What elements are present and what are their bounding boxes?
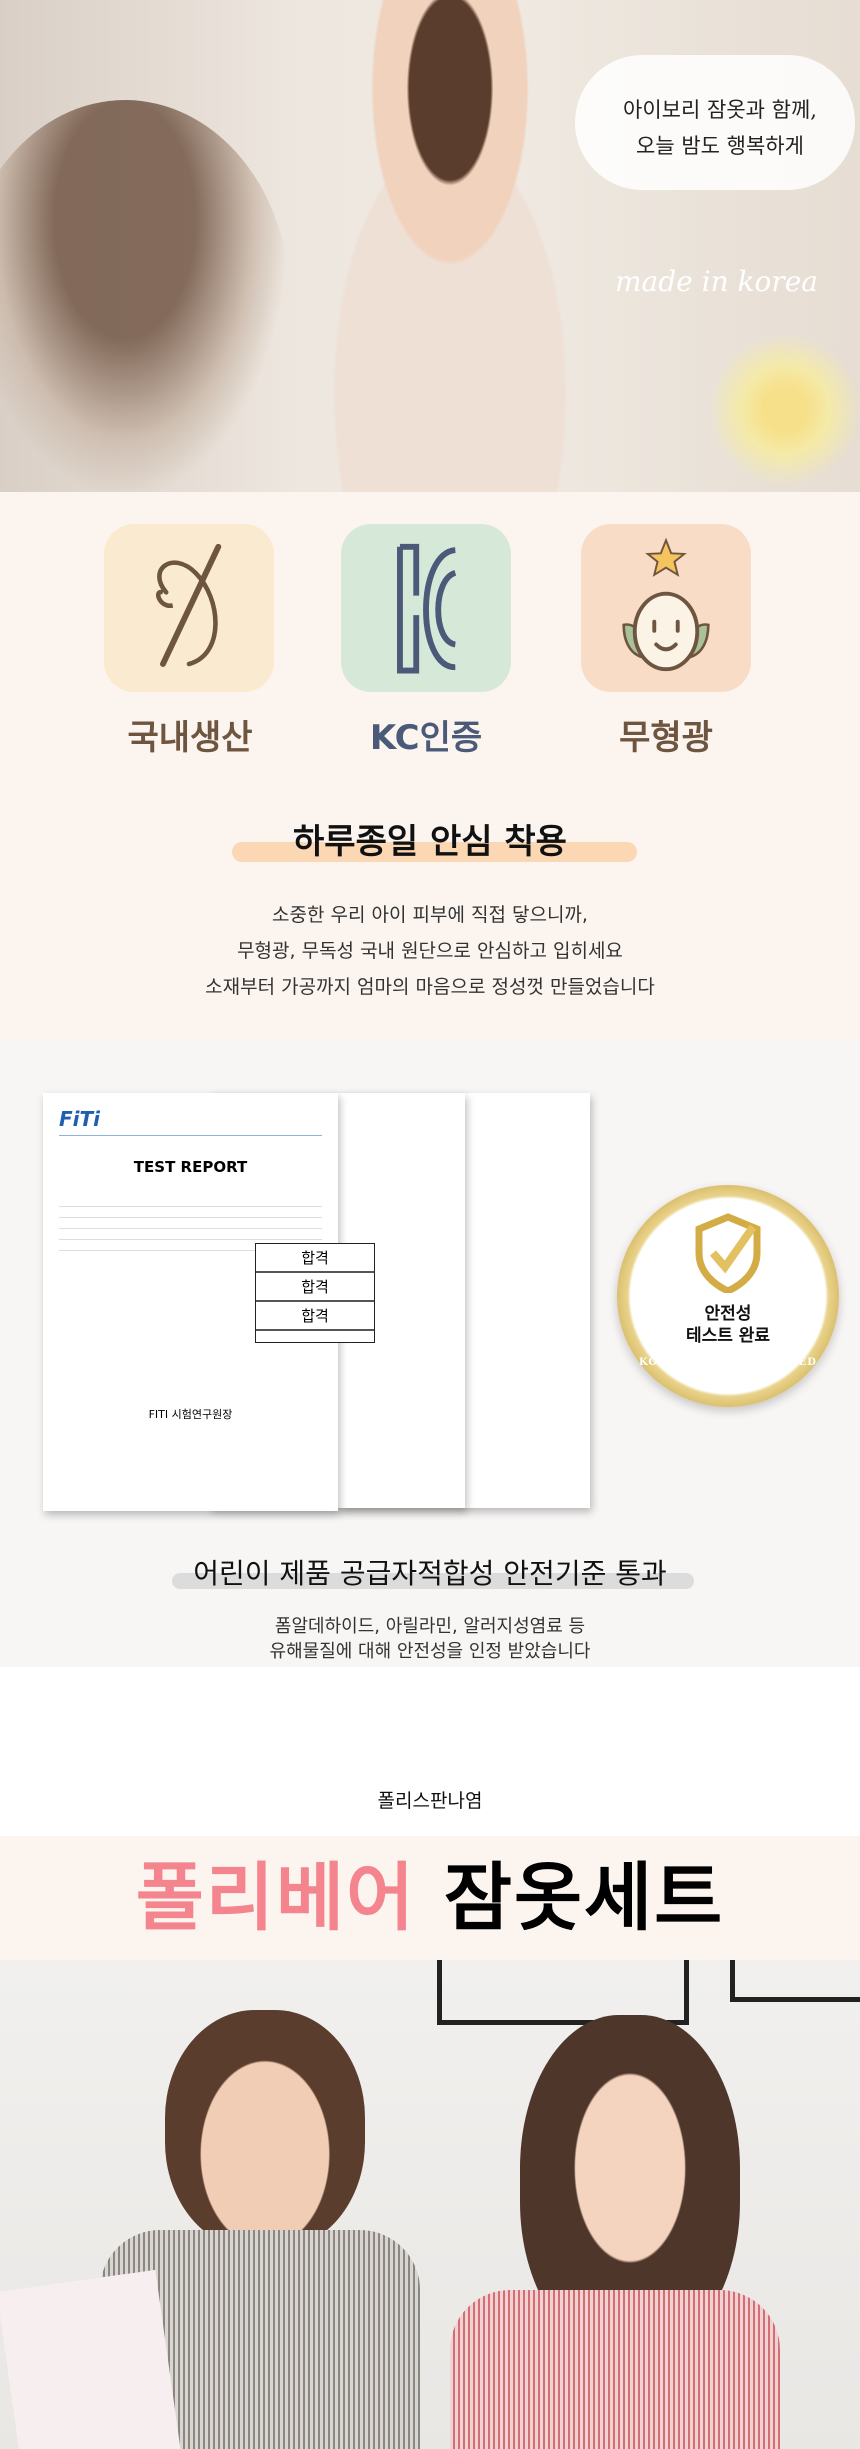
safety-line: 소중한 우리 아이 피부에 직접 닿으니까, (272, 904, 588, 926)
feature-label: 국내생산 (127, 718, 253, 758)
institute-name: FITI 시험연구원장 (148, 1408, 233, 1421)
report-page-1: FiTi TEST REPORT FITI 시험연구원장 (43, 1093, 338, 1511)
feature-label: 무형광 (619, 718, 713, 758)
result-pass: 합격 (256, 1244, 374, 1273)
no-fluorescent-card (581, 524, 751, 692)
report-heading: 어린이 제품 공급자적합성 안전기준 통과 (193, 1557, 667, 1590)
safety-title: 하루종일 안심 착용 (293, 822, 567, 862)
result-box: 합격 합격 합격 (255, 1243, 375, 1343)
fiti-logo: FiTi (59, 1107, 322, 1136)
domestic-production-card (104, 524, 274, 692)
title-highlight (232, 842, 637, 862)
bubble-line: 아이보리 잠옷과 함께, (623, 98, 817, 122)
result-pass: 합격 (256, 1273, 374, 1302)
book (0, 2269, 184, 2449)
features-section: 국내생산 KC인증 무형광 하루종일 안심 착용 소중한 우리 아이 피부에 직… (0, 492, 860, 1042)
speech-bubble (575, 55, 855, 190)
blurred-child-figure (0, 100, 290, 492)
fabric-label: 폴리스판나염 (377, 1790, 483, 1812)
feature-label: KC인증 (369, 718, 483, 758)
badge-line: 안전성 (704, 1304, 752, 1324)
smile-face-icon (622, 537, 710, 672)
shield-check-icon (695, 1213, 761, 1293)
flower (710, 330, 860, 490)
hero-photo: 아이보리 잠옷과 함께, 오늘 밤도 행복하게 made in korea (0, 0, 860, 492)
safety-line: 무형광, 무독성 국내 원단으로 안심하고 입히세요 (237, 940, 623, 962)
report-line: 폼알데하이드, 아릴라민, 알러지성염료 등 (274, 1616, 586, 1637)
safety-line: 소재부터 가공까지 엄마의 마음으로 정성껏 만들었습니다 (205, 976, 655, 998)
product-name-pink: 폴리베어 (135, 1855, 417, 1941)
needle-thread-icon (156, 543, 222, 667)
bubble-line: 오늘 밤도 행복하게 (636, 134, 804, 158)
girl-figure (270, 0, 630, 492)
report-line: 유해물질에 대해 안전성을 인정 받았습니다 (269, 1641, 591, 1662)
made-in-korea-text: made in korea (615, 265, 818, 298)
badge-line: 테스트 완료 (685, 1326, 771, 1346)
wall-frame (437, 1960, 689, 2025)
wall-frame (730, 1960, 860, 2002)
boy-head (165, 2010, 365, 2250)
badge-ring-text: KOREA SAFETY CERTIFIED (639, 1357, 817, 1368)
kc-mark-icon (397, 543, 457, 674)
result-pass: 합격 (256, 1302, 374, 1331)
kc-certification-card (341, 524, 511, 692)
product-name-banner: 폴리베어 잠옷세트 (0, 1836, 860, 1960)
product-name-black: 잠옷세트 (443, 1855, 725, 1941)
report-doc-title: TEST REPORT (133, 1158, 248, 1176)
kids-pajama-photo (0, 1960, 860, 2449)
speech-bubble-text: 아이보리 잠옷과 함께, 오늘 밤도 행복하게 (590, 92, 850, 164)
heading-highlight (172, 1573, 694, 1589)
girl-pajama (450, 2290, 780, 2449)
